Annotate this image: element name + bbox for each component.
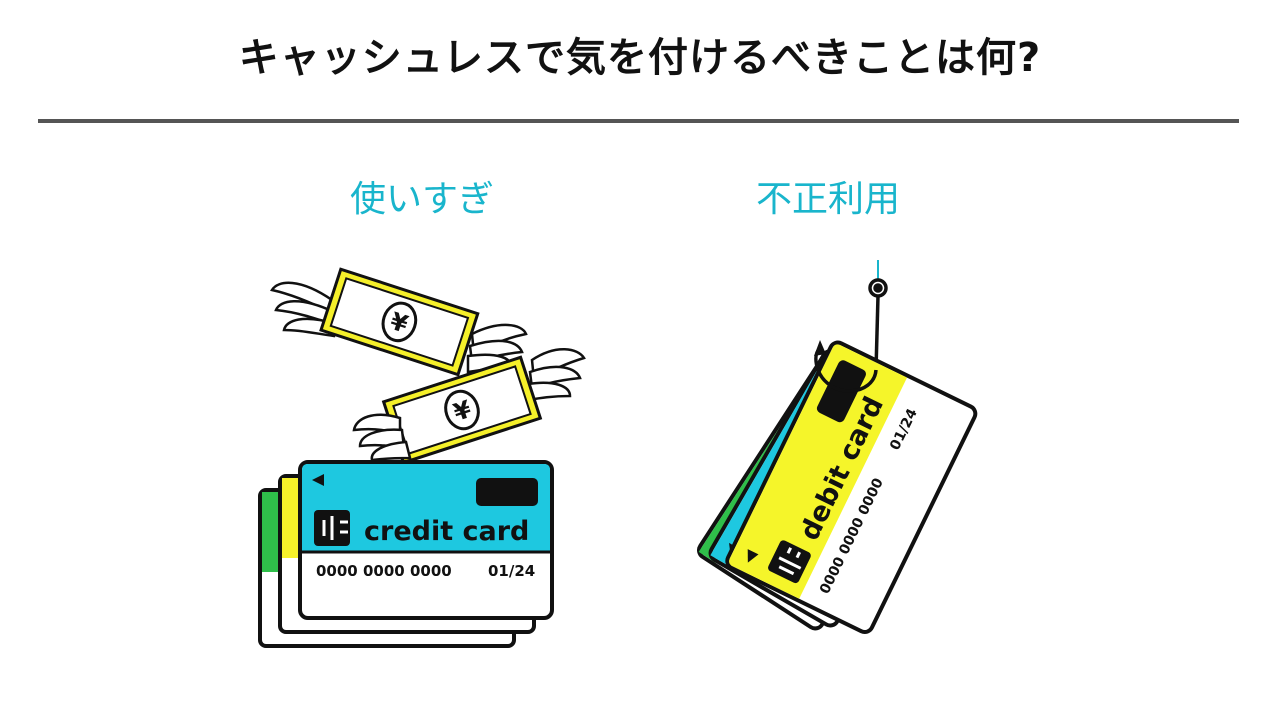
page-title: キャッシュレスで気を付けるべきことは何? [238,35,1042,81]
fishing-hook-icon [868,278,888,371]
debit-card-front: debit card 0000 0000 0000 01/24 [725,340,978,635]
wing-icon [352,413,412,462]
signature-panel [476,478,538,506]
credit-card-front: credit card 0000 0000 0000 01/24 [298,460,554,620]
card-expiry: 01/24 [488,562,535,580]
fraud-label: 不正利用 [755,179,900,220]
fishing-hook-bend [814,340,878,393]
overspending-label: 使いすぎ [349,179,494,220]
wing-icon [526,348,586,402]
fraud-illustration: debit card 0000 0000 0000 01/24 [697,260,978,635]
triangle-icon [747,549,759,563]
overspending-illustration: ¥ ¥ [258,267,586,648]
title-divider [38,119,1239,123]
chip-icon [314,510,350,546]
triangle-icon [312,474,324,486]
chip-icon [768,540,811,584]
flying-bill-bottom: ¥ [381,355,543,465]
card-number: 0000 0000 0000 [316,562,452,580]
flying-bill-top: ¥ [319,267,480,377]
card-type-text: credit card [364,516,529,547]
